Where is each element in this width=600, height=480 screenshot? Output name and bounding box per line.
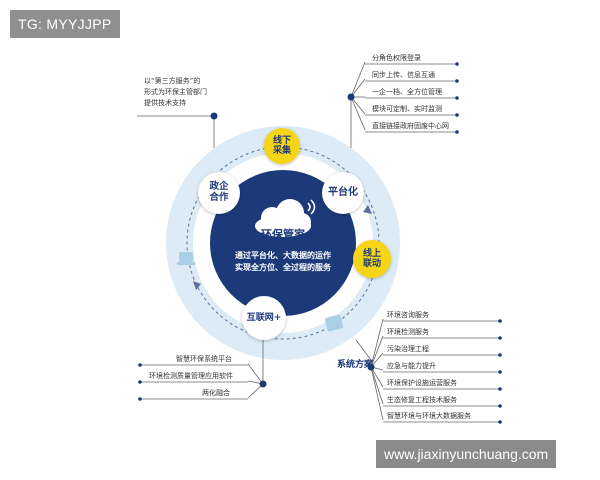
service-item: 生态修复工程技术服务 <box>387 396 457 404</box>
node-online-line-1: 线上 <box>362 248 381 259</box>
connector-bottom-left <box>140 338 264 400</box>
platform-item: 智慧环保系统平台 <box>176 355 232 363</box>
orbit-arrow-icon <box>363 205 372 214</box>
watermark-top: TG: MYYJJPP <box>10 10 120 38</box>
connector-top-left <box>137 115 215 148</box>
top-left-note: 以“第三方服务”的 形式为环保主管部门 提供技术支持 <box>144 76 207 109</box>
node-offline-line-2: 采集 <box>272 146 291 156</box>
node-offline-collection: 线下采集 <box>264 128 300 164</box>
system-label: 系统方案 <box>337 360 374 370</box>
node-gov-enterprise: 政企合作 <box>198 172 240 214</box>
watermark-bottom: www.jiaxinyunchuang.com <box>376 440 557 468</box>
node-gov-line-2: 合作 <box>209 192 229 203</box>
node-online-line-2: 联动 <box>362 259 381 269</box>
service-item: 污染治理工程 <box>387 345 429 353</box>
feature-item: 直接链接政府固废中心网 <box>372 122 449 130</box>
tablet-icon <box>324 314 344 332</box>
orbit-arrow-icon <box>193 281 201 290</box>
connector-dot <box>210 112 218 120</box>
note-line: 以“第三方服务”的 <box>144 77 201 85</box>
service-item: 应急与能力提升 <box>387 362 436 370</box>
service-item: 环境咨询服务 <box>387 311 429 319</box>
service-item: 环境检测服务 <box>387 328 429 336</box>
feature-item: 模块可定制、实时监测 <box>372 105 442 113</box>
connector-top-right <box>350 61 457 148</box>
connector-dot <box>347 93 355 101</box>
service-item: 环境保护设施运营服务 <box>387 379 457 387</box>
center-line-1: 通过平台化、大数据的运作 <box>235 251 331 260</box>
feature-item: 分角色权限登录 <box>372 54 421 62</box>
list-dots <box>138 363 142 401</box>
service-item: 智慧环境与环境大数据服务 <box>387 412 471 420</box>
feature-item: 同步上传、信息互通 <box>372 71 435 79</box>
platform-item: 环境检测质量管理应用软件 <box>149 372 233 380</box>
center-title: 环保管家 <box>261 228 305 241</box>
list-dots <box>498 319 502 424</box>
node-internet-plus: 互联网+ <box>242 296 286 340</box>
feature-item: 一企一档、全方位管理 <box>372 88 442 96</box>
node-online-linkage: 线上联动 <box>353 240 391 278</box>
note-line: 形式为环保主管部门 <box>144 88 207 96</box>
cloud-icon <box>255 199 311 237</box>
connector-dot <box>259 380 267 388</box>
node-platform-label: 平台化 <box>328 187 358 199</box>
platform-item: 两化融合 <box>202 389 230 397</box>
signal-icon <box>307 199 316 215</box>
node-platform: 平台化 <box>322 172 364 214</box>
center-line-2: 实现全方位、全过程的服务 <box>235 263 331 272</box>
list-dots <box>455 62 459 134</box>
connector-dot <box>367 363 375 371</box>
device-icon <box>177 252 195 265</box>
node-gov-line-1: 政企 <box>209 181 229 193</box>
core-circle <box>210 170 356 316</box>
note-line: 提供技术支持 <box>144 99 186 107</box>
connector-bottom-right <box>355 318 500 423</box>
node-internet-label: 互联网+ <box>246 312 282 323</box>
node-offline-line-1: 线下 <box>272 135 291 146</box>
